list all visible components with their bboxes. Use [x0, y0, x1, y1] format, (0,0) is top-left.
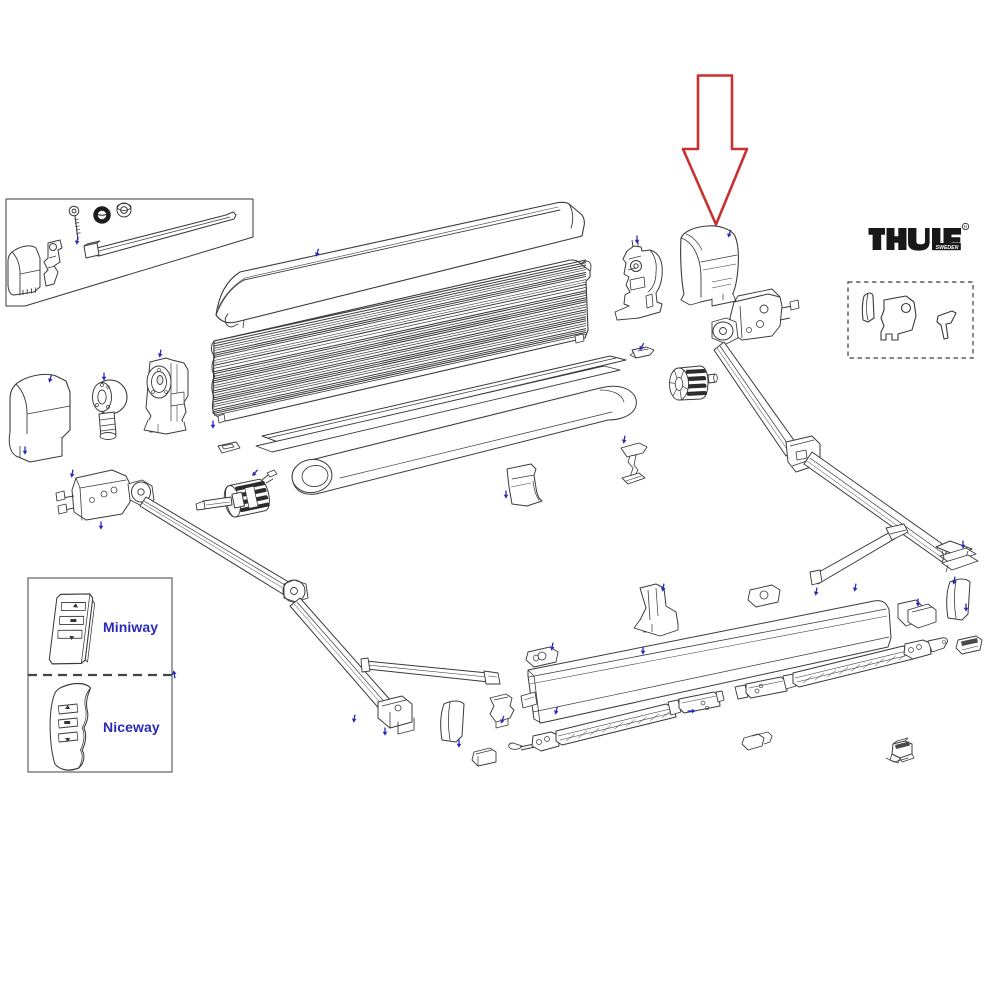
svg-text:Niceway: Niceway: [103, 719, 160, 735]
svg-text:SWEDEN: SWEDEN: [936, 245, 959, 251]
svg-text:R: R: [964, 225, 968, 231]
svg-text:Miniway: Miniway: [103, 619, 158, 635]
